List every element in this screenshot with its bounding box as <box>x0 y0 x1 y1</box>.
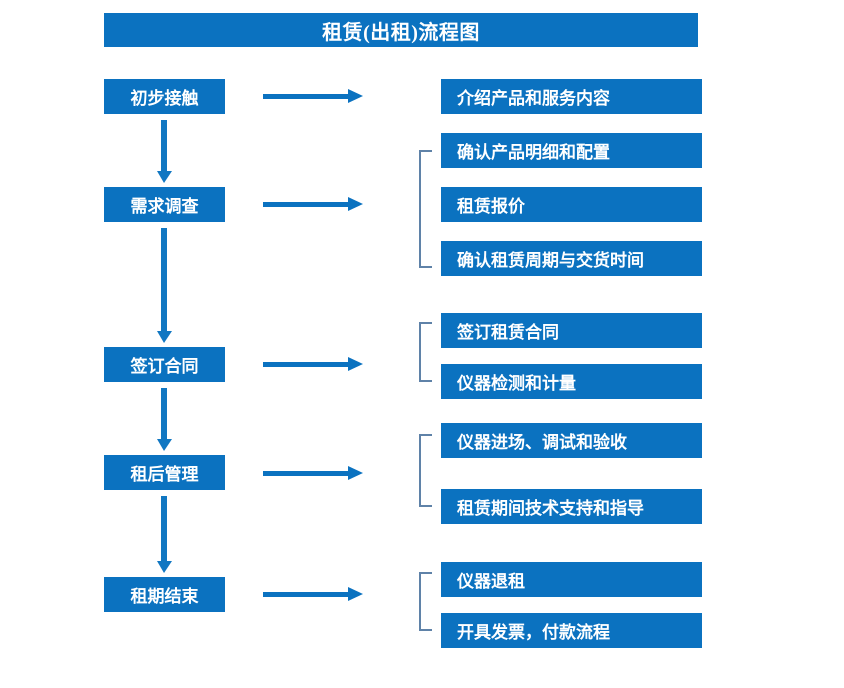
arrow-shaft <box>161 120 167 172</box>
arrow-head-down-icon <box>157 439 172 451</box>
stage-to-detail-arrow-1 <box>263 89 363 103</box>
arrow-head-down-icon <box>157 561 172 573</box>
detail-box-2[interactable]: 确认产品明细和配置 <box>441 133 702 168</box>
detail-box-6[interactable]: 仪器检测和计量 <box>441 364 702 399</box>
stage-box-1[interactable]: 初步接触 <box>104 79 225 114</box>
stage-to-detail-arrow-2 <box>263 197 363 211</box>
detail-group-bracket-2 <box>419 322 432 382</box>
stage-to-detail-arrow-5 <box>263 587 363 601</box>
arrow-head-right-icon <box>348 197 363 211</box>
arrow-head-right-icon <box>348 89 363 103</box>
stage-to-detail-arrow-3 <box>263 357 363 371</box>
arrow-shaft <box>161 388 167 440</box>
arrow-shaft <box>263 202 349 207</box>
arrow-head-right-icon <box>348 587 363 601</box>
detail-box-7[interactable]: 仪器进场、调试和验收 <box>441 423 702 458</box>
detail-box-9[interactable]: 仪器退租 <box>441 562 702 597</box>
stage-connector-arrow-4-5 <box>157 496 172 573</box>
arrow-shaft <box>161 496 167 562</box>
stage-box-2[interactable]: 需求调查 <box>104 187 225 222</box>
flowchart-title: 租赁(出租)流程图 <box>104 13 698 47</box>
arrow-shaft <box>263 471 349 476</box>
detail-group-bracket-1 <box>419 150 432 268</box>
arrow-shaft <box>161 228 167 332</box>
stage-connector-arrow-3-4 <box>157 388 172 451</box>
stage-connector-arrow-2-3 <box>157 228 172 343</box>
detail-box-1[interactable]: 介绍产品和服务内容 <box>441 79 702 114</box>
arrow-head-right-icon <box>348 357 363 371</box>
detail-box-4[interactable]: 确认租赁周期与交货时间 <box>441 241 702 276</box>
stage-box-3[interactable]: 签订合同 <box>104 347 225 382</box>
stage-connector-arrow-1-2 <box>157 120 172 183</box>
stage-box-5[interactable]: 租期结束 <box>104 577 225 612</box>
arrow-head-down-icon <box>157 171 172 183</box>
arrow-head-right-icon <box>348 466 363 480</box>
detail-box-3[interactable]: 租赁报价 <box>441 187 702 222</box>
arrow-shaft <box>263 94 349 99</box>
detail-group-bracket-3 <box>419 434 432 507</box>
stage-to-detail-arrow-4 <box>263 466 363 480</box>
detail-box-5[interactable]: 签订租赁合同 <box>441 313 702 348</box>
stage-box-4[interactable]: 租后管理 <box>104 455 225 490</box>
arrow-shaft <box>263 592 349 597</box>
detail-box-8[interactable]: 租赁期间技术支持和指导 <box>441 489 702 524</box>
arrow-shaft <box>263 362 349 367</box>
arrow-head-down-icon <box>157 331 172 343</box>
detail-group-bracket-4 <box>419 572 432 631</box>
detail-box-10[interactable]: 开具发票，付款流程 <box>441 613 702 648</box>
